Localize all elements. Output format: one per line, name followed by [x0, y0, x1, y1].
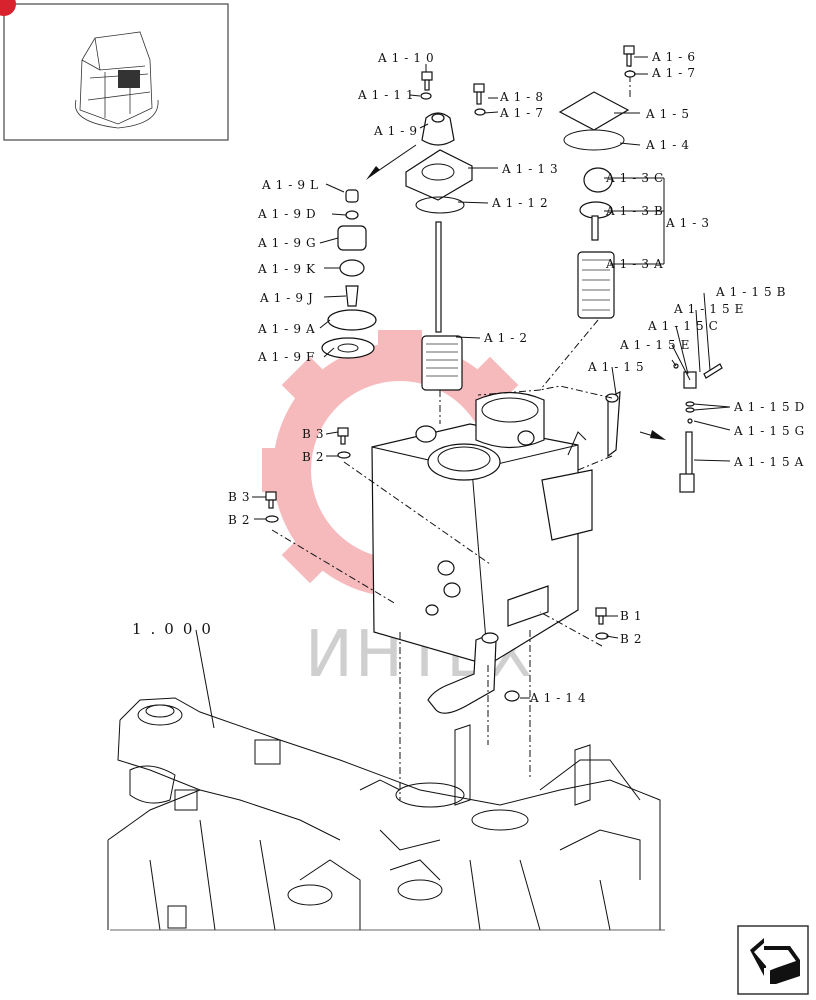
callout-a1-14: A1-14	[529, 691, 591, 705]
callout-a1-12: A1-12	[491, 196, 553, 210]
callout-a1-15d: A1-15D	[733, 400, 809, 414]
suction-strainer-stack	[477, 60, 631, 396]
callout-a1-6: A1-6	[651, 50, 700, 64]
reference-1000: 1.000	[132, 620, 220, 638]
callout-a1-3: A1-3	[665, 216, 714, 230]
callout-b2-right: B2	[620, 632, 646, 646]
callout-a1-9g: A1-9G	[257, 236, 321, 250]
part-callouts: A1-10 A1-11 A1-9 A1-8 A1-7 A1-6 A1-7 A1-…	[132, 50, 809, 705]
callout-a1-9j: A1-9J	[259, 291, 318, 305]
callout-a1-15g: A1-15G	[733, 424, 809, 438]
callout-b2-lower: B2	[228, 513, 254, 527]
callout-a1-15a: A1-15A	[733, 455, 808, 469]
callout-a1-13: A1-13	[501, 162, 563, 176]
callout-a1-2: A1-2	[483, 331, 532, 345]
callout-a1-5: A1-5	[645, 107, 694, 121]
bolts-top	[265, 45, 636, 647]
callout-b3-upper: B3	[302, 427, 328, 441]
callout-a1-9a: A1-9A	[257, 322, 320, 336]
callout-a1-9d: A1-9D	[257, 207, 321, 221]
callout-a1-10: A1-10	[377, 51, 439, 65]
callout-b2-upper: B2	[302, 450, 328, 464]
leader-lines	[195, 56, 731, 729]
callout-a1-15c: A1-15C	[647, 319, 723, 333]
return-filter-assembly	[405, 112, 473, 424]
callout-a1-3c: A1-3C	[605, 171, 668, 185]
callout-b1: B1	[620, 609, 646, 623]
callout-a1-4: A1-4	[645, 138, 694, 152]
callout-a1-7: A1-7	[651, 66, 700, 80]
callout-a1-3a: A1-3A	[605, 257, 668, 271]
callout-a1-9: A1-9	[373, 124, 422, 138]
callout-a1-7-top: A1-7	[499, 106, 548, 120]
breather-valve-stack	[321, 144, 417, 359]
upper-frame-drawing	[107, 697, 665, 931]
machine-thumbnail[interactable]	[3, 3, 229, 141]
callout-a1-15b: A1-15B	[715, 285, 790, 299]
callout-a1-9f: A1-9F	[257, 350, 319, 364]
hydraulic-tank	[371, 391, 593, 800]
callout-a1-15e-upper: A1-15E	[673, 302, 748, 316]
callout-a1-11: A1-11	[357, 88, 419, 102]
callout-a1-3b: A1-3B	[605, 204, 668, 218]
level-gauge-assembly	[539, 363, 723, 493]
callout-b3-lower: B3	[228, 490, 254, 504]
callout-a1-15: A1-15	[587, 360, 649, 374]
corner-badge-icon	[0, 0, 16, 16]
callout-a1-9k: A1-9K	[257, 262, 320, 276]
callout-a1-9l: A1-9L	[261, 178, 323, 192]
callout-a1-8: A1-8	[499, 90, 548, 104]
return-arrow-button[interactable]	[737, 925, 809, 995]
callout-a1-15e-lower: A1-15E	[619, 338, 694, 352]
